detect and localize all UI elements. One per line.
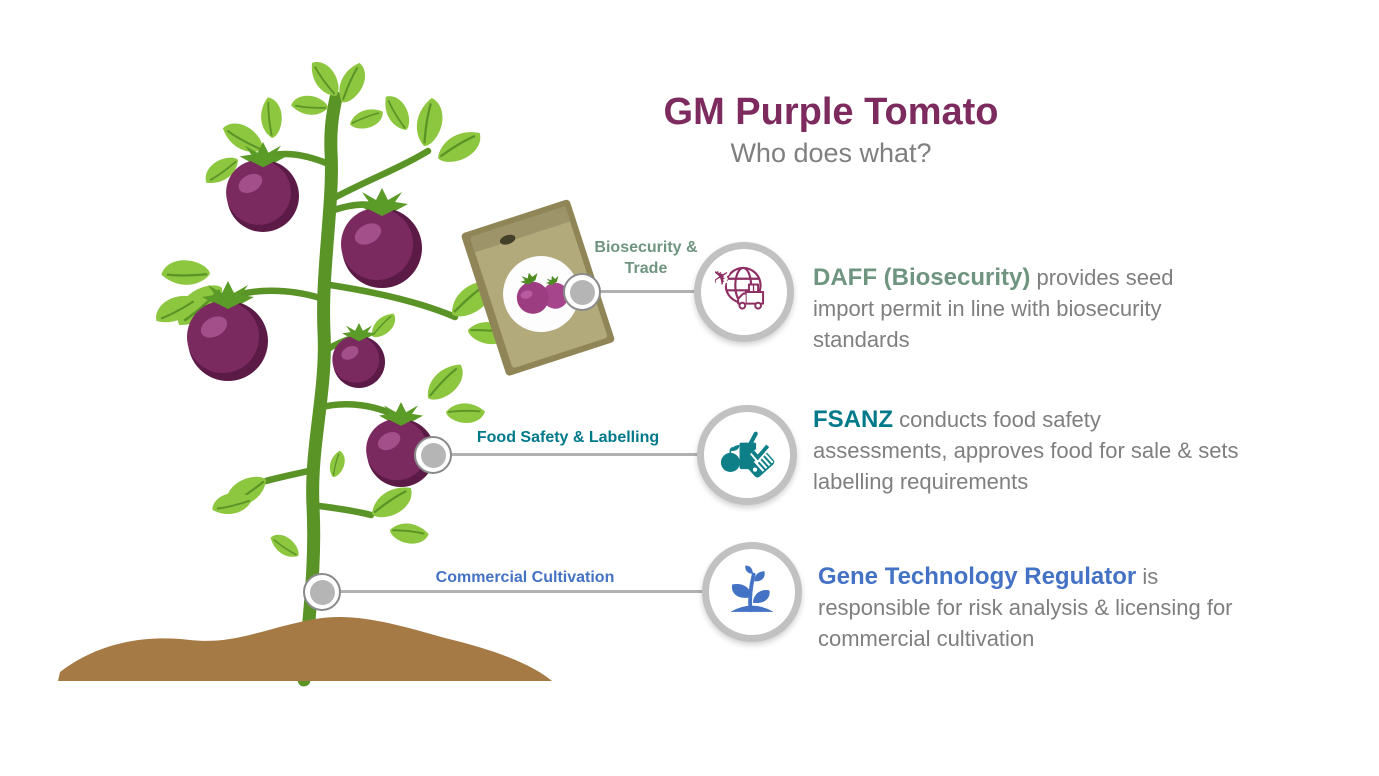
row-label-commercial-cultivation: Commercial Cultivation bbox=[435, 569, 615, 586]
tomato-seed-packet bbox=[461, 199, 615, 376]
row-text-food-safety: FSANZ conducts food safety assessments, … bbox=[813, 404, 1239, 497]
page-subtitle: Who does what? bbox=[730, 138, 932, 168]
connector-line bbox=[582, 290, 744, 293]
row-text-biosecurity: DAFF (Biosecurity) provides seed import … bbox=[813, 262, 1239, 355]
page-title: GM Purple Tomato bbox=[663, 91, 999, 133]
icon-circle-cultivation bbox=[702, 542, 802, 642]
icon-circle-food-safety bbox=[697, 405, 797, 505]
globe-plane-truck-icon: ✈ ✈ bbox=[715, 263, 765, 310]
connector-dot bbox=[303, 573, 341, 611]
header: GM Purple Tomato Who does what? bbox=[581, 90, 1081, 170]
row-body: provides seed import permit in line with… bbox=[813, 265, 1174, 352]
soil-mound bbox=[58, 616, 552, 681]
seedling-icon bbox=[730, 565, 774, 613]
food-safety-check-tag-icon bbox=[720, 431, 775, 478]
connector-line bbox=[433, 453, 747, 456]
row-lead: FSANZ bbox=[813, 406, 893, 433]
connector-dot bbox=[563, 273, 601, 311]
plant-stem bbox=[297, 91, 343, 687]
row-body: conducts food safety assessments, approv… bbox=[813, 407, 1239, 494]
row-text-cultivation: Gene Technology Regulator is responsible… bbox=[818, 561, 1244, 654]
connector-dot-fill bbox=[569, 279, 595, 305]
row-label-biosecurity-trade: Biosecurity & Trade bbox=[594, 239, 698, 277]
connector-dot-fill bbox=[420, 442, 446, 468]
icon-circle-biosecurity: ✈ ✈ bbox=[694, 242, 794, 342]
row-lead: Gene Technology Regulator bbox=[818, 563, 1137, 590]
connector-dot-fill bbox=[309, 579, 335, 605]
connector-line bbox=[322, 590, 752, 593]
connector-dot bbox=[414, 436, 452, 474]
row-body: is responsible for risk analysis & licen… bbox=[818, 564, 1233, 651]
row-lead: DAFF (Biosecurity) bbox=[813, 264, 1031, 291]
row-label-food-safety: Food Safety & Labelling bbox=[476, 429, 660, 446]
